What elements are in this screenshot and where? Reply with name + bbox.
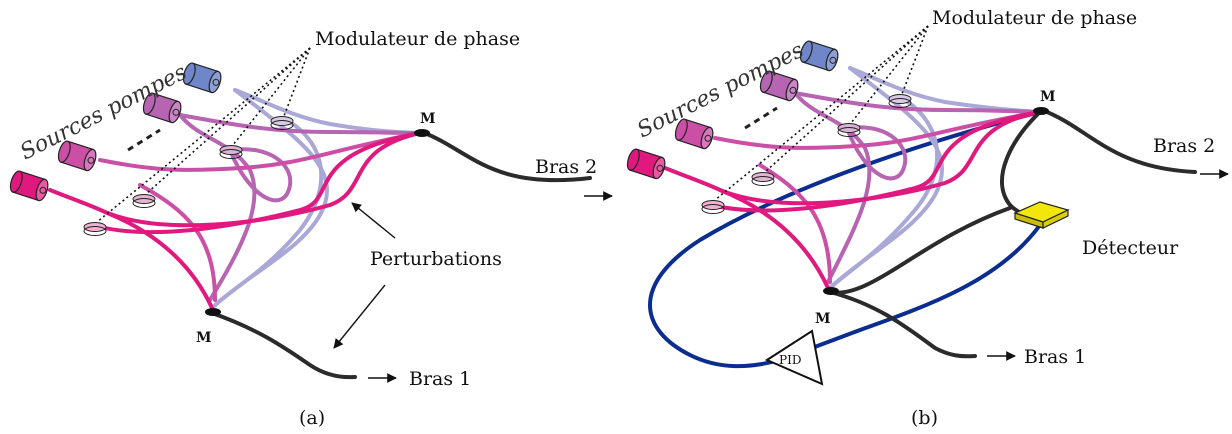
pump-source-magenta-b [626, 148, 666, 180]
mirror-bottom-label-a: M [196, 330, 212, 346]
fiber-magmid-a2 [138, 183, 217, 302]
perturbation-arrow-up-a [351, 202, 396, 239]
pump-sources-b [626, 40, 839, 180]
phase-modulators-a [83, 116, 294, 236]
pump-source-magmid-b [674, 118, 714, 150]
fiber-mauve-a2 [228, 147, 293, 203]
pump-source-magenta-a [9, 170, 49, 202]
pump-source-magmid-a [57, 140, 97, 172]
modulator-pointers-a [96, 47, 311, 223]
mirror-top-label-b: M [1040, 89, 1056, 105]
detector-label-b: Détecteur [1082, 237, 1179, 259]
phase-modulator-b1 [888, 94, 912, 108]
fiber-network-a [48, 88, 592, 380]
modulator-label-a: Modulateur de phase [315, 28, 520, 50]
panel-title-b: (b) [911, 407, 938, 429]
perturbation-arrows-a [333, 202, 396, 349]
modulator-label-b: Modulateur de phase [932, 7, 1137, 29]
mirror-top-label-a: M [420, 111, 436, 127]
fiber-mauve-b2 [845, 125, 908, 181]
fiber-mauve-b1 [793, 91, 1042, 114]
phase-modulators-b [701, 94, 912, 214]
phase-modulator-b4 [701, 200, 725, 214]
phase-modulator-a4 [83, 222, 107, 236]
phase-modulator-a1 [270, 116, 294, 130]
detector-fiber-bottom-b [828, 206, 1012, 295]
fiber-magmid-a1 [98, 131, 422, 172]
fiber-magmid-b1 [713, 110, 1042, 150]
arm2-label-b: Bras 2 [1153, 135, 1215, 157]
panel-title-a: (a) [299, 407, 325, 429]
mirror-top-b [1033, 107, 1049, 115]
mirror-bottom-a [205, 308, 221, 316]
fiber-mauve-b3 [793, 91, 872, 284]
sources-ellipsis-b [744, 106, 778, 130]
phase-modulator-a3 [132, 194, 156, 208]
arm1-fiber-b [828, 290, 977, 359]
mirror-bottom-b [823, 287, 839, 295]
arm1-label-b: Bras 1 [1024, 346, 1086, 368]
arm2-fiber-b [1040, 108, 1197, 174]
detector-fiber-top-b [1000, 108, 1044, 217]
detector-b [1013, 201, 1070, 229]
fiber-magenta-a3 [94, 131, 422, 235]
pump-source-blue-a [182, 62, 222, 94]
fiber-magenta-b3 [710, 110, 1042, 213]
arm2-fiber-a [420, 130, 592, 183]
panel-b: Sources pompes Modulateur de phase Détec… [626, 7, 1229, 429]
perturbation-arrow-down-a [333, 284, 386, 349]
pump-source-mauve-a [142, 92, 182, 124]
sources-ellipsis-a [127, 128, 161, 152]
pid-controller-b [764, 329, 824, 386]
panel-a: Sources pompes Modulateur de phase Pertu… [9, 28, 597, 429]
arm1-fiber-a [210, 311, 357, 380]
feedback-loop-b [648, 110, 1042, 369]
arm1-label-a: Bras 1 [409, 368, 471, 390]
fiber-mauve-a1 [178, 113, 422, 135]
phase-modulator-a2 [219, 145, 243, 159]
fiber-magenta-b2 [718, 188, 830, 290]
phase-modulator-b3 [751, 172, 775, 186]
perturbations-label-a: Perturbations [370, 248, 502, 270]
pump-source-blue-b [799, 40, 839, 72]
mirror-bottom-label-b: M [815, 311, 831, 327]
fiber-magenta-a2 [103, 210, 214, 310]
fiber-network-b [663, 66, 1197, 359]
mirror-top-a [414, 129, 430, 137]
pid-label-b: PID [779, 353, 801, 367]
arm2-label-a: Bras 2 [535, 156, 597, 178]
pump-source-mauve-b [759, 70, 799, 102]
pump-sources-a [9, 62, 222, 202]
modulator-pointers-b [714, 25, 929, 201]
phase-modulator-b2 [837, 123, 861, 137]
